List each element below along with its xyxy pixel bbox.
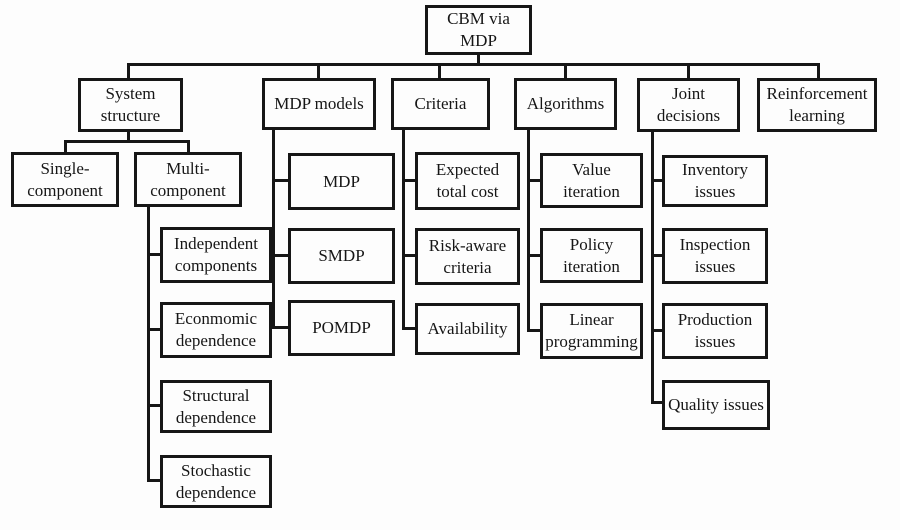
- node-cbm-via-mdp: CBM via MDP: [425, 5, 532, 55]
- connector-mdpmodels-trunk: [272, 128, 275, 329]
- connector-stub-value-iteration: [527, 179, 541, 182]
- connector-criteria-trunk: [402, 128, 405, 330]
- connector-stub-policy-iteration: [527, 254, 541, 257]
- node-pomdp: POMDP: [288, 300, 395, 356]
- node-system-structure: System structure: [78, 78, 183, 132]
- node-availability: Availability: [415, 303, 520, 355]
- node-inspection-issues: Inspection issues: [662, 228, 768, 284]
- connector-stub-inspection: [651, 254, 663, 257]
- node-production-issues: Production issues: [662, 303, 768, 359]
- node-linear-programming: Linear programming: [540, 303, 643, 359]
- node-multi-component: Multi-component: [134, 152, 242, 207]
- connector-stub-economic: [147, 328, 161, 331]
- connector-stub-production: [651, 329, 663, 332]
- connector-stub-independent: [147, 253, 161, 256]
- connector-drop-criteria: [438, 63, 441, 80]
- connector-stub-availability: [402, 327, 416, 330]
- connector-level1-bus: [127, 63, 820, 66]
- connector-drop-single-component: [64, 140, 67, 154]
- connector-drop-mdp-models: [317, 63, 320, 80]
- node-structural-dependence: Structural dependence: [160, 380, 272, 433]
- node-quality-issues: Quality issues: [662, 380, 770, 430]
- node-reinforcement-learning: Reinforcement learning: [757, 78, 877, 132]
- connector-drop-joint-decisions: [687, 63, 690, 80]
- connector-stub-stochastic: [147, 479, 161, 482]
- node-policy-iteration: Policy iteration: [540, 228, 643, 283]
- connector-drop-algorithms: [564, 63, 567, 80]
- node-expected-total-cost: Expected total cost: [415, 152, 520, 210]
- connector-system-drop: [127, 130, 130, 142]
- node-risk-aware-criteria: Risk-aware criteria: [415, 228, 520, 285]
- node-criteria: Criteria: [391, 78, 490, 130]
- connector-drop-reinforcement: [817, 63, 820, 80]
- node-joint-decisions: Joint decisions: [637, 78, 740, 132]
- connector-stub-linear-programming: [527, 329, 541, 332]
- node-value-iteration: Value iteration: [540, 153, 643, 208]
- node-smdp: SMDP: [288, 228, 395, 284]
- connector-algorithms-trunk: [527, 128, 530, 331]
- node-single-component: Single-component: [11, 152, 119, 207]
- connector-drop-multi-component: [187, 140, 190, 154]
- node-economic-dependence: Econmomic dependence: [160, 302, 272, 358]
- connector-multi-trunk: [147, 205, 150, 482]
- connector-root-drop: [477, 53, 480, 66]
- connector-stub-mdp: [272, 179, 289, 182]
- connector-system-bus: [64, 140, 190, 143]
- connector-stub-quality: [651, 401, 663, 404]
- node-mdp-models: MDP models: [262, 78, 376, 130]
- connector-stub-smdp: [272, 254, 289, 257]
- connector-stub-expected: [402, 179, 416, 182]
- connector-stub-pomdp: [272, 326, 289, 329]
- node-mdp: MDP: [288, 153, 395, 210]
- node-stochastic-dependence: Stochastic dependence: [160, 455, 272, 508]
- connector-stub-structural: [147, 404, 161, 407]
- connector-drop-system-structure: [127, 63, 130, 80]
- node-independent-components: Independent components: [160, 227, 272, 283]
- connector-stub-inventory: [651, 179, 663, 182]
- node-inventory-issues: Inventory issues: [662, 155, 768, 207]
- connector-stub-riskaware: [402, 254, 416, 257]
- node-algorithms: Algorithms: [514, 78, 617, 130]
- connector-joint-trunk: [651, 130, 654, 403]
